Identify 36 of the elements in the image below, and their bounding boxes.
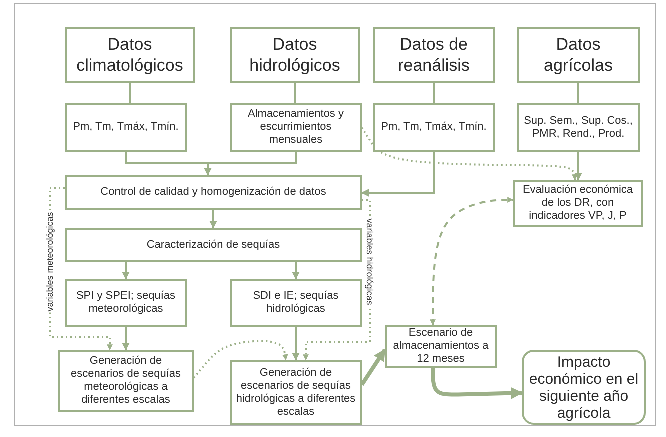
connector-line bbox=[578, 83, 580, 103]
arrow bbox=[431, 368, 524, 400]
data-source-box: Datos agrícolas bbox=[517, 27, 640, 83]
data-source-box: Datos de reanálisis bbox=[373, 27, 495, 83]
process-box: Generación de escenarios de sequías hidrológicas a diferentes escalas bbox=[230, 360, 362, 425]
arrow bbox=[210, 210, 218, 229]
process-box: Generación de escenarios de sequías meteorológicas a diferentes escalas bbox=[58, 350, 194, 412]
arrow bbox=[193, 340, 288, 379]
arrow bbox=[292, 262, 300, 280]
process-box: Escenario de almacenamientos a 12 meses bbox=[385, 325, 497, 368]
arrow bbox=[122, 262, 130, 280]
arrow bbox=[360, 348, 387, 386]
arrow bbox=[574, 152, 582, 181]
arrow bbox=[204, 152, 297, 176]
process-box: Sup. Sem., Sup. Cos., PMR, Rend., Prod. bbox=[517, 103, 640, 152]
process-box: Pm, Tm, Tmáx, Tmín. bbox=[65, 103, 187, 152]
data-source-box: Datos hidrológicos bbox=[230, 27, 360, 83]
process-box: Almacenamientos y escurrimientos mensuales bbox=[230, 103, 362, 152]
connector-line bbox=[433, 83, 435, 103]
process-box: Pm, Tm, Tmáx, Tmín. bbox=[373, 103, 495, 152]
process-box: Caracterización de sequías bbox=[65, 228, 362, 262]
edge-label: variables hidrológicas bbox=[365, 218, 375, 306]
result-box: Impacto económico en el siguiente año agrícola bbox=[522, 350, 646, 425]
arrow bbox=[122, 327, 130, 351]
arrow bbox=[430, 197, 514, 326]
process-box: SPI y SPEI; sequías meteorológicas bbox=[65, 279, 187, 327]
connector-line bbox=[129, 83, 131, 103]
process-box: Control de calidad y homogenización de datos bbox=[65, 175, 362, 210]
arrow bbox=[292, 327, 300, 361]
data-source-box: Datos climatológicos bbox=[65, 27, 195, 83]
connector-line bbox=[294, 83, 296, 103]
process-box: SDI e IE; sequías hidrológicas bbox=[230, 279, 362, 327]
arrow bbox=[361, 152, 435, 197]
arrow bbox=[361, 127, 578, 181]
edge-label: variables meteorológicas bbox=[45, 211, 55, 313]
process-box: Evaluación económica de los DR, con indicadores VP, J, P bbox=[513, 180, 643, 227]
